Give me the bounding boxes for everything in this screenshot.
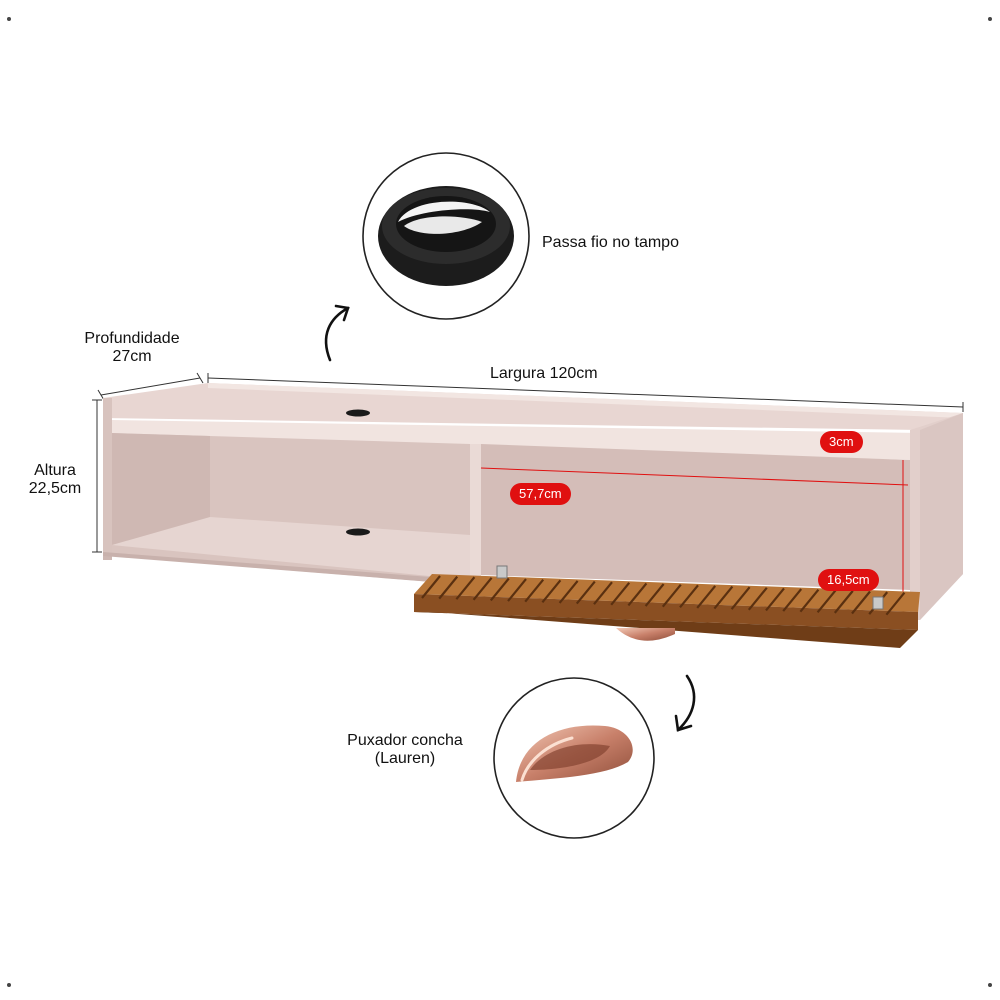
- door-slat: [507, 578, 527, 602]
- cable-grommet-icon: [378, 186, 514, 286]
- door-slat: [696, 585, 717, 609]
- dimension-lines: [92, 372, 964, 553]
- door-slat: [489, 577, 510, 602]
- door-slat: [713, 585, 734, 610]
- door-slat: [455, 576, 476, 600]
- corner-dot: [7, 17, 11, 21]
- width-label: Largura 120cm: [490, 365, 598, 382]
- depth-label-line1: Profundidade: [84, 330, 180, 347]
- corner-dot: [7, 983, 11, 987]
- handle-label-line1: Puxador concha: [347, 732, 463, 749]
- door-handle: [616, 628, 675, 641]
- height-label-line2: 22,5cm: [28, 480, 82, 497]
- arrow-up-icon: [324, 304, 350, 362]
- inner-height-badge: 16,5cm: [818, 569, 879, 591]
- door-slat: [541, 579, 562, 604]
- door-slat: [438, 575, 459, 600]
- door-slat: [833, 590, 854, 614]
- depth-label: Profundidade 27cm: [72, 330, 192, 366]
- door-slat: [627, 582, 648, 607]
- door-slat: [816, 589, 837, 613]
- top-thickness-badge: 3cm: [820, 431, 863, 453]
- door-slats: [421, 575, 906, 616]
- hinge: [872, 596, 884, 610]
- door-slat: [558, 580, 579, 604]
- grommet-label: Passa fio no tampo: [542, 234, 679, 251]
- door-slat: [730, 586, 751, 610]
- door-slat: [885, 592, 906, 616]
- corner-dot: [988, 17, 992, 21]
- door-slat: [747, 587, 768, 611]
- door-slat: [575, 580, 596, 605]
- corner-dot: [988, 983, 992, 987]
- door-slat: [593, 581, 613, 605]
- hinge: [496, 565, 508, 579]
- door-slat: [782, 588, 803, 612]
- door-slat: [851, 590, 871, 615]
- shell-handle-icon: [516, 725, 633, 782]
- height-label: Altura 22,5cm: [22, 462, 88, 498]
- height-label-line1: Altura: [34, 462, 76, 479]
- door-slat: [524, 579, 545, 603]
- door-slat: [765, 587, 785, 612]
- door-slat: [644, 583, 665, 607]
- door-slat: [799, 588, 820, 613]
- door-slat: [679, 584, 699, 608]
- door-slat: [610, 582, 631, 606]
- handle-label: Puxador concha (Lauren): [330, 732, 480, 768]
- door-slat: [421, 575, 441, 599]
- door-slat: [472, 577, 493, 601]
- door-slat: [661, 583, 682, 608]
- measure-lines: [480, 460, 909, 602]
- inner-width-badge: 57,7cm: [510, 483, 571, 505]
- depth-label-line2: 27cm: [112, 348, 152, 365]
- handle-label-line2: (Lauren): [374, 750, 436, 767]
- arrow-down-icon: [674, 674, 696, 732]
